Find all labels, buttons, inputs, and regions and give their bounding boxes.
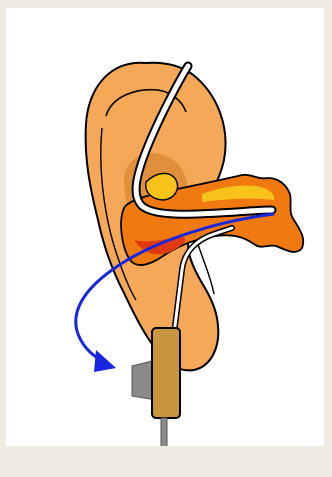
cable-icon: [161, 418, 167, 446]
diagram-panel: [6, 8, 324, 446]
canal-highlight-icon: [146, 173, 178, 200]
ear-diagram: [6, 8, 324, 446]
earpiece-connector-icon: [152, 328, 180, 418]
arrow-head-icon: [94, 350, 116, 372]
